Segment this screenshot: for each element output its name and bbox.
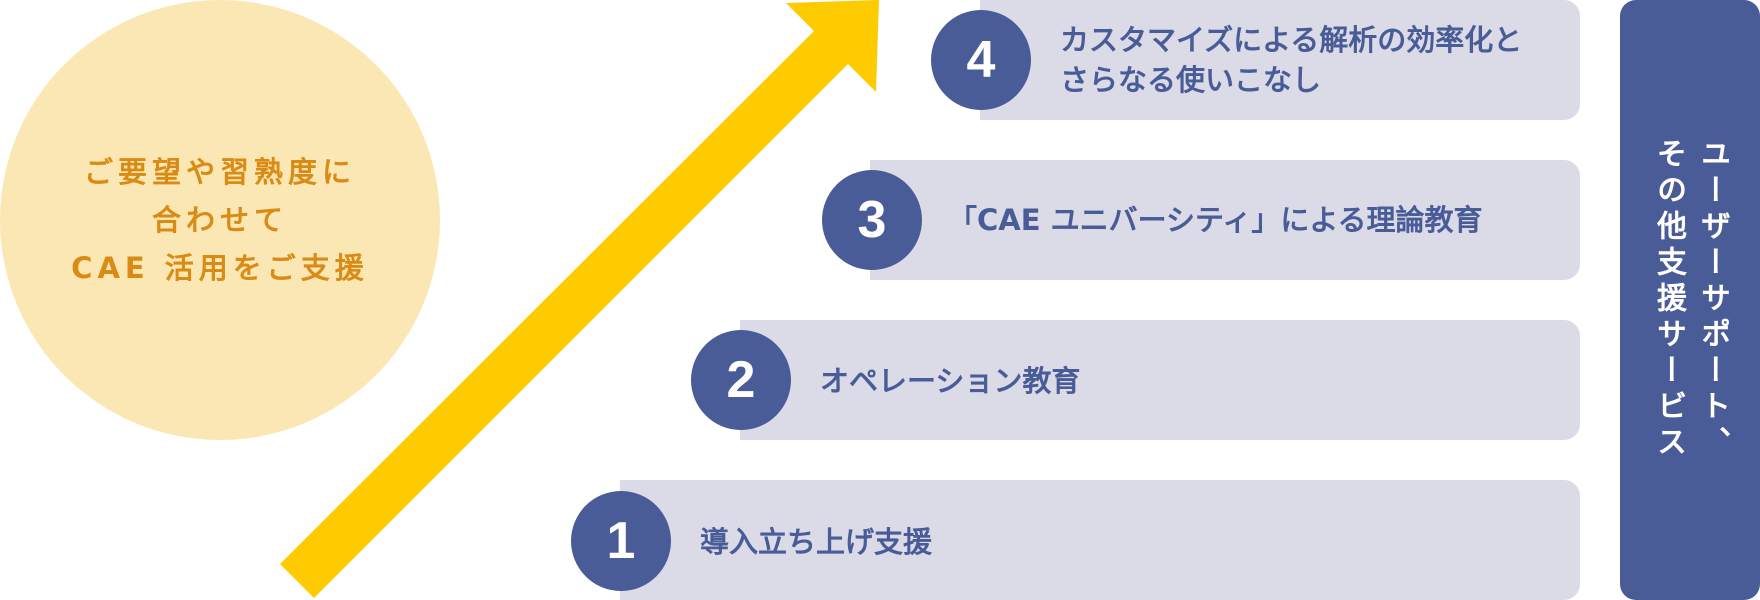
circle-line-3: CAE 活用をご支援 <box>71 251 369 285</box>
side-panel-line-2: その他支援サービス <box>1651 138 1686 462</box>
step-1-label-line-1: 導入立ち上げ支援 <box>700 525 933 559</box>
circle-line-2: 合わせて <box>151 203 288 237</box>
step-3-label: 「CAE ユニバーシティ」による理論教育 <box>948 200 1482 240</box>
step-3-label-line-1: 「CAE ユニバーシティ」による理論教育 <box>948 203 1483 237</box>
step-1-badge: 1 <box>571 491 671 591</box>
step-4-label-line-2: さらなる使いこなし <box>1060 63 1322 97</box>
step-1-label: 導入立ち上げ支援 <box>700 522 932 562</box>
step-3-box <box>870 160 1580 280</box>
step-3-badge: 3 <box>822 170 922 270</box>
step-1-number: 1 <box>606 512 636 570</box>
step-2-label-line-1: オペレーション教育 <box>820 364 1081 398</box>
step-4-box <box>980 0 1580 120</box>
step-3-number: 3 <box>857 191 887 249</box>
side-panel-line-1: ユーザーサポート、 <box>1695 138 1730 462</box>
step-1-box <box>620 480 1580 600</box>
step-2-label: オペレーション教育 <box>820 361 1080 401</box>
arrow-shape <box>280 0 879 598</box>
side-panel-text: ユーザーサポート、 その他支援サービス <box>1646 138 1734 462</box>
step-2-number: 2 <box>726 351 756 409</box>
step-2-badge: 2 <box>691 330 791 430</box>
step-4-number: 4 <box>966 31 996 89</box>
step-4-label-line-1: カスタマイズによる解析の効率化と <box>1060 23 1523 57</box>
circle-text: ご要望や習熟度に 合わせて CAE 活用をご支援 <box>71 148 369 292</box>
step-4-badge: 4 <box>931 10 1031 110</box>
step-4-label: カスタマイズによる解析の効率化と さらなる使いこなし <box>1060 20 1522 100</box>
step-2-box <box>740 320 1580 440</box>
circle-line-1: ご要望や習熟度に <box>83 155 356 189</box>
support-circle: ご要望や習熟度に 合わせて CAE 活用をご支援 <box>0 0 440 440</box>
user-support-panel: ユーザーサポート、 その他支援サービス <box>1620 0 1760 600</box>
